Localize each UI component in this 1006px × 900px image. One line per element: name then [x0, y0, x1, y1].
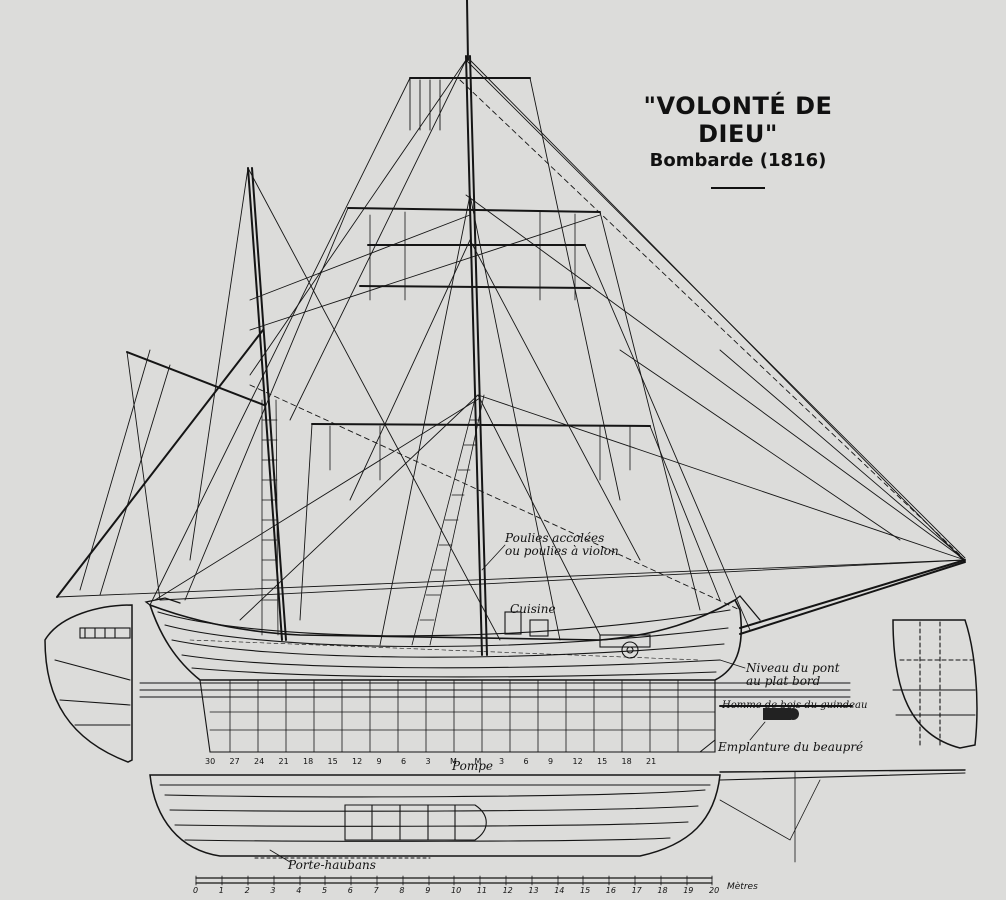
- scale-tick-label: 6: [347, 886, 353, 895]
- scale-tick-label: 0: [193, 886, 199, 895]
- frame-number: 3: [499, 757, 505, 766]
- label-cuisine: Cuisine: [510, 602, 556, 616]
- hull-profile: [139, 595, 853, 753]
- label-homme: Homme de bois du guindeau: [722, 700, 868, 711]
- scale-tick-label: 5: [322, 886, 328, 895]
- scale-tick-label: 15: [580, 886, 591, 895]
- frame-number: 15: [597, 757, 608, 766]
- frame-number: 3: [425, 757, 431, 766]
- frame-number: 6: [401, 757, 407, 766]
- label-emplanture: Emplanture du beaupré: [718, 740, 864, 754]
- label-porte-haubans: Porte-haubans: [288, 858, 376, 872]
- scale-unit: Mètres: [727, 882, 758, 892]
- ship-name: "VOLONTÉ DE DIEU": [643, 92, 833, 148]
- scale-tick-label: 11: [476, 886, 487, 895]
- masts: [247, 0, 966, 656]
- frame-number: 21: [646, 757, 657, 766]
- label-pompe: Pompe: [452, 759, 493, 773]
- ship-subtitle: Bombarde (1816): [649, 150, 827, 171]
- shrouds: [261, 211, 631, 646]
- frame-number: 30: [205, 757, 216, 766]
- scale-tick-label: 19: [683, 886, 694, 895]
- frame-number: M: [474, 757, 482, 766]
- frame-number: 12: [572, 757, 583, 766]
- frame-number: 18: [303, 757, 314, 766]
- plan-title: "VOLONTÉ DE DIEU" Bombarde (1816): [608, 92, 868, 189]
- scale-tick-label: 14: [554, 886, 565, 895]
- leader-lines: [269, 544, 766, 863]
- scale-tick-label: 2: [244, 886, 250, 895]
- scale-tick-label: 8: [399, 886, 405, 895]
- frame-number: 27: [229, 757, 240, 766]
- frame-number: 21: [278, 757, 289, 766]
- frame-number: 6: [523, 757, 529, 766]
- scale-tick-label: 16: [605, 886, 616, 895]
- frame-number: 12: [352, 757, 363, 766]
- scale-tick-label: 7: [373, 886, 379, 895]
- scale-tick-label: 4: [296, 886, 302, 895]
- rigging: [56, 59, 966, 646]
- scale-tick-label: 12: [502, 886, 513, 895]
- scale-tick-label: 10: [451, 886, 462, 895]
- scale-tick-label: 9: [425, 886, 431, 895]
- frame-number: 15: [327, 757, 338, 766]
- frame-number: 9: [548, 757, 554, 766]
- frame-number: 24: [254, 757, 265, 766]
- yards: [56, 77, 651, 598]
- scale-tick-label: 1: [218, 886, 224, 895]
- bowsprit-step-icon: [763, 708, 791, 720]
- label-poulies: Poulies accolées ou poulies à violon: [505, 531, 619, 558]
- frame-number: 18: [621, 757, 632, 766]
- label-niveau: Niveau du pont au plat bord: [746, 661, 840, 688]
- deck-plan: [149, 769, 966, 863]
- scale-bar: [195, 875, 713, 886]
- frame-number: M: [450, 757, 457, 766]
- frame-stations: [209, 679, 716, 753]
- stern-section: [44, 604, 133, 763]
- scale-tick-label: 13: [528, 886, 539, 895]
- frame-number: 9: [376, 757, 382, 766]
- scale-tick-label: 18: [657, 886, 668, 895]
- scale-tick-label: 20: [709, 886, 720, 895]
- scale-tick-label: 17: [631, 886, 642, 895]
- bow-section: [892, 619, 978, 749]
- title-rule: [711, 187, 765, 189]
- scale-tick-label: 3: [270, 886, 276, 895]
